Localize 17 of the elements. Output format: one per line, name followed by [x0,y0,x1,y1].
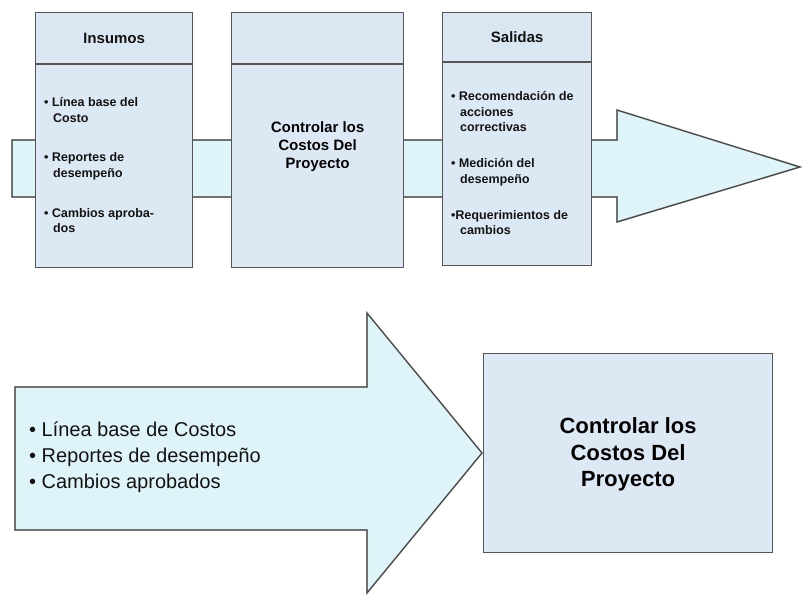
process-box [483,353,773,553]
list-item: • Línea base del Costo [44,95,139,126]
column-heading: Salidas [490,28,544,46]
list-item: • Reportes de desempeño [44,150,126,182]
list-item: • Cambios aproba- dos [44,206,155,237]
list-item: • Medición del desempeño [451,156,536,188]
process-title: Controlar los Costos Del Proyecto [270,119,366,173]
list-item: • Recomendación de acciones correctivas [451,89,574,136]
column-box [231,12,404,268]
list-item: • Cambios aprobados [29,470,222,495]
list-item: • Línea base de Costos [29,418,238,443]
list-item: •Requerimientos de cambios [451,208,569,239]
list-item: • Reportes de desempeño [29,444,261,469]
column-heading: Insumos [83,30,145,46]
process-title: Controlar los Costos Del Proyecto [558,413,698,493]
column-box [442,12,592,266]
column-box [35,12,193,268]
